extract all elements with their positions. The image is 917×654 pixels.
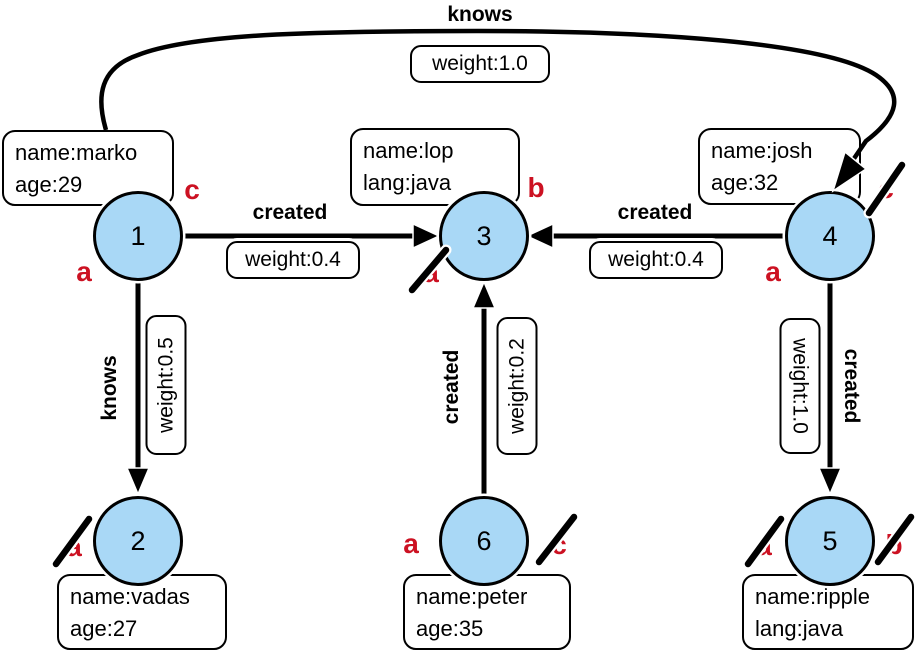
edge-weight-4-3: weight:0.4 xyxy=(589,241,723,279)
traverser-a-vertex-2-dead: a xyxy=(66,531,82,562)
vertex-1: 1 xyxy=(93,191,183,281)
weight-text: weight:1.0 xyxy=(432,52,528,75)
edge-weight-1-2: weight:0.5 xyxy=(145,315,187,455)
weight-text: weight:0.2 xyxy=(505,338,528,434)
arrowhead-into-3-bottom xyxy=(471,280,497,309)
property-line: name:ripple xyxy=(755,584,870,609)
property-line: age:35 xyxy=(416,615,484,641)
vertex-id: 6 xyxy=(476,525,492,556)
traverser-a-vertex-5-dead: a xyxy=(756,530,772,561)
traverser-b-vertex-5-dead: b xyxy=(885,529,903,560)
traverser-a-vertex-6: a xyxy=(403,528,419,559)
vertex-5: 5 xyxy=(785,496,875,586)
property-line: age:27 xyxy=(70,615,138,641)
arrowhead-into-3-left xyxy=(412,222,441,250)
property-line: name:marko xyxy=(15,140,138,165)
vertex-2-properties: name:vadas age:27 xyxy=(57,574,227,650)
arrowhead-into-3-right xyxy=(525,222,554,250)
property-line: name:josh xyxy=(711,138,813,163)
edge-label-knows-1-2: knows xyxy=(98,355,121,421)
property-line: lang:java xyxy=(363,169,452,195)
vertex-id: 3 xyxy=(476,220,492,251)
traverser-c-vertex-4-dead: c xyxy=(878,173,894,204)
edge-label-knows-1-4: knows xyxy=(447,3,513,26)
edge-label-created-4-5: created xyxy=(840,348,863,424)
weight-text: weight:0.5 xyxy=(154,337,177,433)
edge-label-created-1-3: created xyxy=(252,201,328,224)
property-line: age:32 xyxy=(711,169,779,195)
vertex-6-properties: name:peter age:35 xyxy=(403,574,571,650)
weight-text: weight:1.0 xyxy=(789,338,812,434)
vertex-id: 5 xyxy=(822,525,838,556)
vertex-4: 4 xyxy=(785,191,875,281)
vertex-2: 2 xyxy=(93,496,183,586)
traverser-a-vertex-1: a xyxy=(76,256,92,287)
edge-label-created-6-3: created xyxy=(440,349,463,425)
edge-weight-1-4: weight:1.0 xyxy=(410,45,550,83)
arrowhead-into-5-top xyxy=(817,467,843,496)
vertex-id: 1 xyxy=(130,220,146,251)
edge-weight-1-3: weight:0.4 xyxy=(226,241,360,279)
vertex-5-properties: name:ripple lang:java xyxy=(742,574,914,650)
edge-weight-4-5: weight:1.0 xyxy=(779,318,821,454)
property-line: name:vadas xyxy=(70,584,190,609)
vertex-id: 4 xyxy=(822,220,838,251)
vertex-3: 3 xyxy=(439,191,529,281)
vertex-id: 2 xyxy=(130,525,146,556)
edge-weight-6-3: weight:0.2 xyxy=(496,317,538,455)
vertex-6: 6 xyxy=(439,496,529,586)
traverser-c-vertex-6-dead: c xyxy=(551,529,567,560)
arrowhead-into-2-top xyxy=(125,467,151,496)
property-line: lang:java xyxy=(755,615,844,641)
traverser-b-vertex-3: b xyxy=(527,172,545,203)
property-line: name:lop xyxy=(363,138,454,163)
traverser-a-vertex-4: a xyxy=(765,256,781,287)
weight-text: weight:0.4 xyxy=(608,248,704,271)
property-line: age:29 xyxy=(15,171,83,197)
traverser-c-vertex-1: c xyxy=(184,174,200,205)
edge-label-created-4-3: created xyxy=(617,201,693,224)
traverser-a-vertex-3-dead: a xyxy=(423,257,439,288)
weight-text: weight:0.4 xyxy=(245,248,341,271)
property-line: name:peter xyxy=(416,584,528,609)
